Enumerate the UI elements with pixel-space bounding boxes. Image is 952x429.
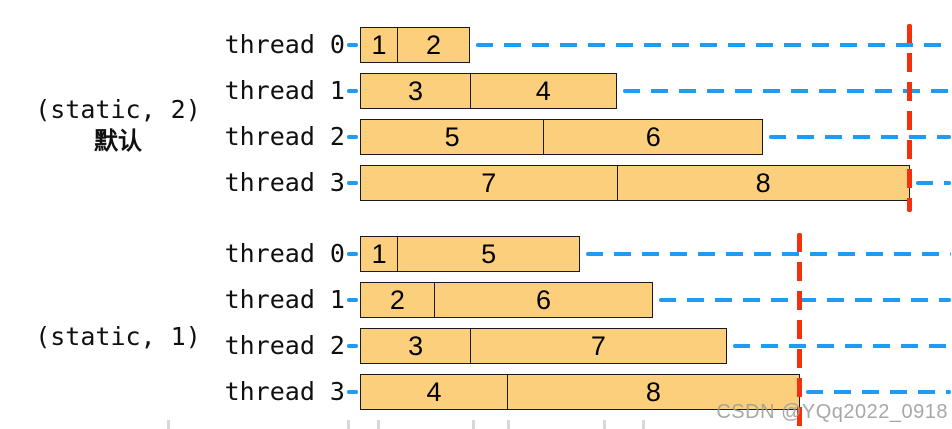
bottom-tick — [377, 420, 380, 429]
timeline-dashed-line — [769, 135, 951, 139]
chunk-number: 6 — [535, 284, 551, 315]
iteration-chunk: 8 — [616, 166, 909, 200]
timeline-dashed-line — [732, 344, 951, 348]
iteration-chunk: 6 — [543, 120, 762, 154]
chunk-number: 5 — [444, 121, 460, 152]
group-label-line: (static, 1) — [35, 322, 201, 351]
bottom-tick — [507, 420, 510, 429]
iteration-chunk: 4 — [470, 74, 615, 108]
bottom-tick — [167, 420, 170, 429]
group-label-line: (static, 2) — [35, 95, 201, 124]
chunk-number: 4 — [535, 75, 551, 106]
iteration-chunk: 5 — [361, 120, 543, 154]
timeline-dash-left — [347, 344, 358, 348]
thread-label: thread 3 — [224, 377, 345, 406]
timeline-dash-left — [347, 390, 358, 394]
timeline-dash-left — [347, 252, 358, 256]
group-label-line: 默认 — [94, 127, 142, 155]
group-label: (static, 2) 默认 — [8, 95, 228, 155]
chunk-number: 3 — [408, 75, 424, 106]
timeline-dashed-line — [659, 298, 951, 302]
finish-time-marker — [907, 24, 913, 212]
chunk-number: 8 — [645, 376, 661, 407]
watermark: CSDN @YQq2022_0918 — [716, 401, 948, 423]
timeline-dashed-line — [475, 43, 951, 47]
bottom-tick — [642, 420, 645, 429]
iteration-chunk: 5 — [397, 237, 579, 271]
chunk-number: 7 — [590, 330, 606, 361]
thread-label: thread 2 — [224, 122, 345, 151]
timeline-dashed-line — [585, 252, 951, 256]
bottom-tick — [347, 420, 350, 429]
timeline-dash-left — [347, 43, 358, 47]
iteration-chunk: 1 — [361, 237, 397, 271]
iteration-chunk: 2 — [396, 28, 469, 62]
bottom-tick — [603, 420, 606, 429]
group-label: (static, 1) — [8, 322, 228, 352]
chunk-number: 8 — [755, 167, 771, 198]
iteration-chunk: 2 — [361, 283, 434, 317]
timeline-dash-left — [347, 89, 358, 93]
thread-label: thread 3 — [224, 168, 345, 197]
chunk-number: 2 — [389, 284, 405, 315]
iteration-chunk: 1 — [361, 28, 397, 62]
timeline-dashed-line — [622, 89, 951, 93]
iteration-chunk: 3 — [361, 74, 470, 108]
timeline-dashed-line — [805, 390, 951, 394]
timeline-dash-left — [347, 135, 358, 139]
timeline-dash-left — [347, 181, 358, 185]
iteration-chunk: 7 — [361, 166, 617, 200]
thread-label: thread 1 — [224, 285, 345, 314]
thread-label: thread 0 — [224, 30, 345, 59]
chunk-number: 3 — [408, 330, 424, 361]
iteration-chunk: 4 — [361, 375, 507, 409]
chunk-number: 6 — [645, 121, 661, 152]
bottom-tick — [472, 420, 475, 429]
thread-label: thread 2 — [224, 331, 345, 360]
timeline-dash-left — [347, 298, 358, 302]
iteration-chunk: 8 — [506, 375, 799, 409]
chunk-number: 1 — [371, 238, 387, 269]
iteration-chunk: 3 — [361, 329, 470, 363]
chunk-number: 7 — [481, 167, 497, 198]
timeline-dashed-line — [915, 181, 951, 185]
thread-label: thread 1 — [224, 76, 345, 105]
chunk-number: 1 — [371, 29, 387, 60]
chunk-number: 5 — [481, 238, 497, 269]
chunk-number: 4 — [426, 376, 442, 407]
finish-time-marker — [797, 233, 803, 428]
iteration-chunk: 7 — [470, 329, 725, 363]
iteration-chunk: 6 — [433, 283, 652, 317]
chunk-number: 2 — [425, 29, 441, 60]
thread-label: thread 0 — [224, 239, 345, 268]
